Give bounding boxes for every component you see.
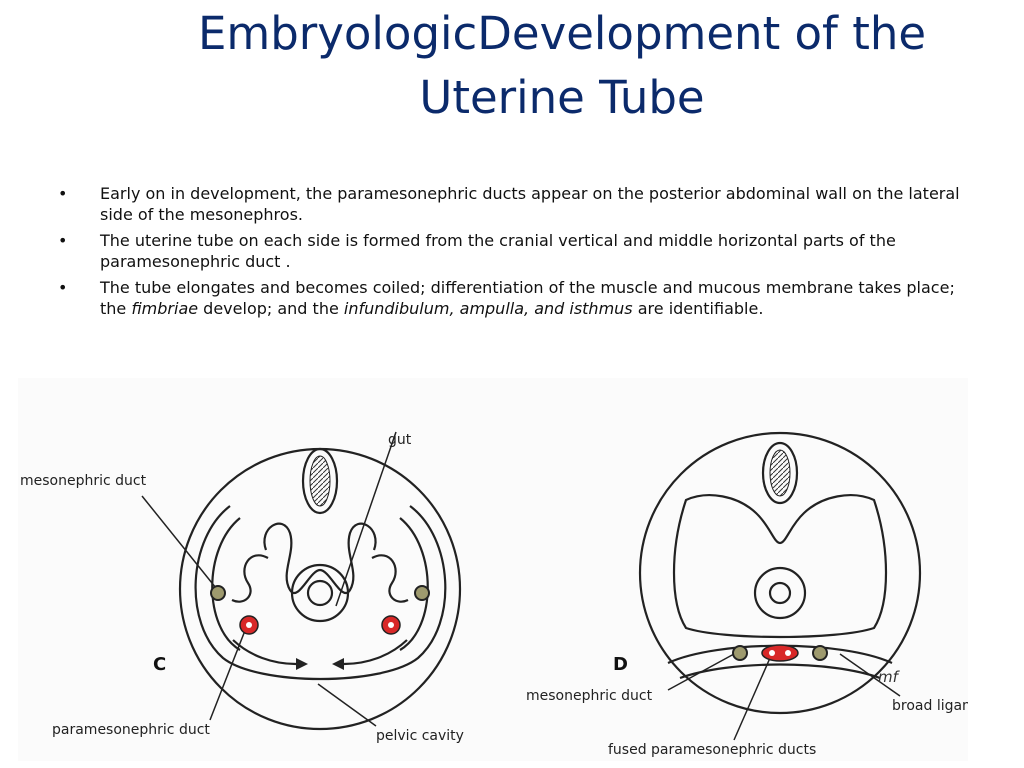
bullet-list: • Early on in development, the parameson… — [56, 183, 986, 324]
panel-c-inner-left — [211, 517, 241, 651]
title-line-2: Uterine Tube — [419, 71, 705, 124]
panel-c-arrow-right — [343, 639, 408, 666]
panel-d-leader-fused — [733, 657, 771, 741]
title-line-1: EmbryologicDevelopment of the — [197, 7, 927, 60]
tube-parts-term: infundibulum, ampulla, and isthmus — [343, 299, 633, 318]
panel-c-right-fold — [371, 554, 409, 603]
panel-c-paramesonephric-right-lumen — [388, 622, 394, 628]
panel-d-body-outline — [638, 431, 922, 715]
bullet-item: • The tube elongates and becomes coiled;… — [56, 277, 986, 319]
panel-d-letter: D — [613, 654, 628, 675]
panel-c-left-fold — [231, 554, 269, 603]
bullet-item: • Early on in development, the parameson… — [56, 183, 986, 225]
bullet-text-end: are identifiable. — [632, 299, 764, 318]
bullet-text: Early on in development, the paramesonep… — [100, 184, 960, 224]
panel-d-label-mesonephric: mesonephric duct — [526, 688, 653, 704]
panel-c-label-pelvic: pelvic cavity — [376, 728, 464, 744]
panel-c-arrowhead-left — [296, 658, 308, 670]
fimbriae-term: fimbriae — [131, 299, 199, 318]
panel-c-neural-tube-core — [309, 455, 331, 507]
panel-c-leader-gut — [335, 431, 397, 607]
bullet-icon: • — [58, 278, 68, 297]
panel-d-leader-meso — [667, 653, 735, 691]
panel-d-signature: mf — [878, 668, 901, 686]
panel-d-gut-outer — [753, 566, 807, 620]
panel-c-neural-tube — [301, 447, 339, 515]
panel-d-mesonephric-right — [812, 645, 828, 661]
panel-c-arrowhead-right — [332, 658, 344, 670]
panel-d-leader-broad — [839, 653, 901, 697]
panel-d-label-broad: broad ligament — [892, 698, 968, 714]
panel-c-mesonephric-right — [414, 585, 430, 601]
panel-d-neural-tube-core — [769, 449, 791, 497]
embryology-diagram: C gut mesonephric duct paramesonephric d… — [20, 431, 999, 758]
panel-c-label-gut: gut — [388, 432, 412, 448]
panel-c-letter: C — [153, 654, 166, 675]
panel-c-mesentery — [263, 522, 377, 594]
bullet-text-mid: develop; and the — [198, 299, 344, 318]
bullet-icon: • — [58, 184, 68, 203]
panel-d-drawing — [638, 431, 922, 741]
panel-c-label-paramesonephric: paramesonephric duct — [52, 722, 210, 738]
panel-d-cavity — [672, 494, 888, 639]
bullet-text: The uterine tube on each side is formed … — [100, 231, 896, 271]
panel-c-leader-pelvic — [317, 683, 377, 727]
panel-c-arrow-left — [232, 639, 297, 666]
bullet-item: • The uterine tube on each side is forme… — [56, 230, 986, 272]
bullet-text-start: The tube elongates and becomes coiled; d… — [100, 278, 955, 318]
panel-d-fused-lumen-left — [769, 650, 775, 656]
embryology-figure: C gut mesonephric duct paramesonephric d… — [18, 378, 999, 761]
bullet-icon: • — [58, 231, 68, 250]
panel-c-gut-outer — [290, 563, 350, 623]
panel-c-drawing — [141, 431, 462, 731]
panel-d-gut-lumen — [768, 581, 792, 605]
panel-c-peritoneal-line — [194, 505, 447, 681]
panel-c-leader-meso — [141, 495, 217, 589]
panel-c-paramesonephric-left-lumen — [246, 622, 252, 628]
panel-d-fused-lumen-right — [785, 650, 791, 656]
panel-c-label-mesonephric: mesonephric duct — [20, 473, 147, 489]
panel-c-leader-para — [209, 627, 247, 721]
panel-c-inner-right — [399, 517, 429, 651]
panel-d-fused-paramesonephric — [761, 644, 799, 662]
slide-title: EmbryologicDevelopment of the Uterine Tu… — [150, 2, 974, 130]
panel-d-mesonephric-left — [732, 645, 748, 661]
panel-c-gut-lumen — [306, 579, 334, 607]
panel-c-mesonephric-left — [210, 585, 226, 601]
panel-d-label-fused: fused paramesonephric ducts — [608, 742, 816, 758]
panel-d-neural-tube — [761, 441, 799, 505]
